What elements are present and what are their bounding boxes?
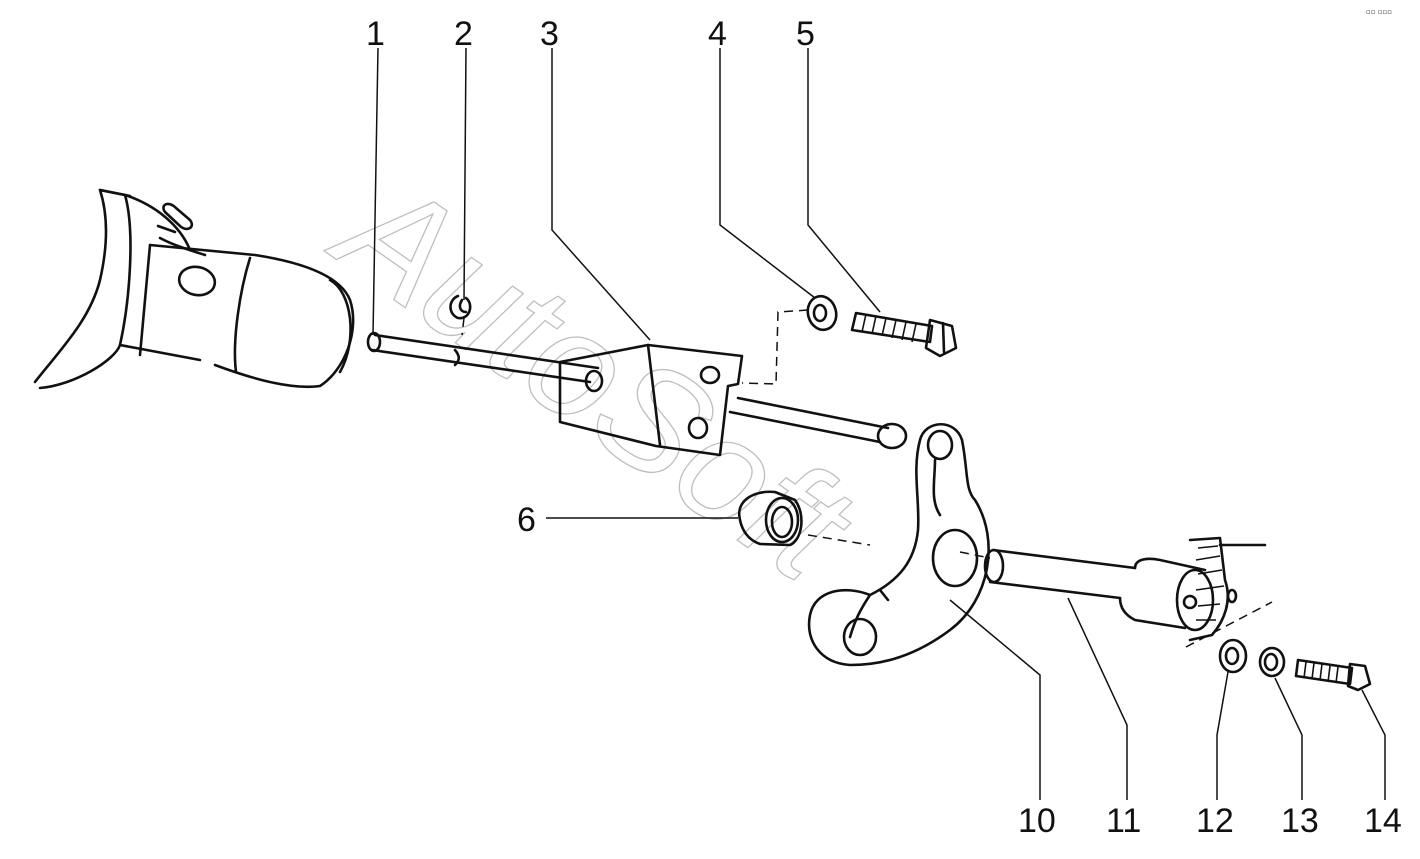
shaft-part-11 <box>983 548 1215 632</box>
pivot-rod <box>728 396 908 450</box>
callout-6: 6 <box>517 501 536 539</box>
callout-14: 14 <box>1364 802 1402 840</box>
lock-washer-part-13 <box>1258 646 1286 678</box>
circlip-part-2 <box>449 294 472 320</box>
callout-1: 1 <box>366 15 385 53</box>
callout-5: 5 <box>796 15 815 53</box>
assembly-lines <box>461 309 991 559</box>
callout-2: 2 <box>454 15 473 53</box>
callout-4: 4 <box>708 15 727 53</box>
callout-11: 11 <box>1106 802 1141 840</box>
bushing-part-6 <box>737 490 803 547</box>
callout-12: 12 <box>1196 802 1234 840</box>
bracket-part-3 <box>558 343 744 457</box>
leader-lines <box>372 47 1386 800</box>
lever-part-10 <box>807 423 990 667</box>
bolt-part-14 <box>1294 658 1372 692</box>
corner-mark: ▫▫ ▫▫▫ <box>1366 8 1392 16</box>
steering-column-housing <box>33 188 355 390</box>
watermark: AutoSoft <box>305 139 884 614</box>
callout-13: 13 <box>1281 802 1319 840</box>
frame-bulkhead <box>1185 536 1273 648</box>
washer-part-12 <box>1218 638 1248 674</box>
callout-10: 10 <box>1018 802 1056 840</box>
bolt-part-5 <box>850 311 958 358</box>
washer-part-4 <box>806 294 838 332</box>
callout-3: 3 <box>540 15 559 53</box>
